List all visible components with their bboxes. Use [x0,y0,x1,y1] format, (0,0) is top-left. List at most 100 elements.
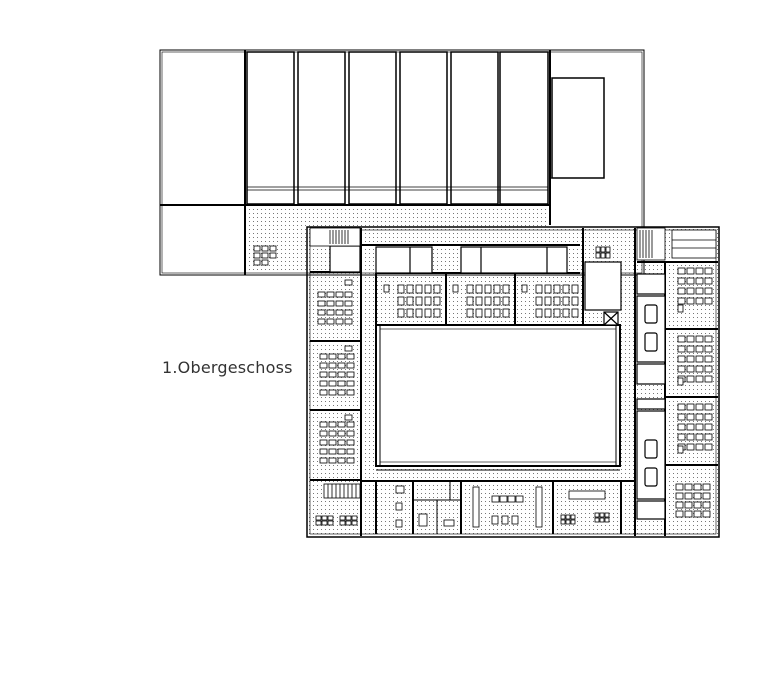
desk [571,284,579,294]
desk [337,362,346,369]
desk [395,519,403,528]
desk [344,318,353,325]
desk [675,483,684,491]
upper-desks [253,245,277,266]
desk [677,365,686,373]
upper-wing [159,49,645,276]
desk [317,318,326,325]
desk [466,296,474,306]
desk [693,492,702,500]
desk [704,345,713,353]
desk [704,297,713,305]
desk [337,389,346,396]
desk [544,308,552,318]
desk [571,296,579,306]
desk [677,445,684,454]
desk [499,495,508,503]
desk [319,421,328,428]
desk [695,277,704,285]
desk [553,296,561,306]
desk [493,284,501,294]
desk [344,279,353,286]
desk [686,355,695,363]
desk [418,513,428,527]
desk [704,335,713,343]
desk [686,413,695,421]
desk [702,510,711,518]
desk [326,291,335,298]
desk [677,377,684,386]
desk [493,296,501,306]
desk [406,284,414,294]
desk [704,413,713,421]
desk [677,335,686,343]
desk [328,380,337,387]
desk [317,291,326,298]
desk [397,296,405,306]
desk [675,492,684,500]
desk [337,448,346,455]
desk [704,375,713,383]
atrium [375,324,621,467]
desk [693,483,702,491]
desk [339,520,346,526]
desk [501,515,509,525]
desk [675,501,684,509]
desk [344,300,353,307]
desk [704,433,713,441]
desk [595,246,601,253]
stairs [309,227,717,499]
desk [502,284,510,294]
desk [599,517,605,523]
desk [344,291,353,298]
desk [344,414,353,421]
desk [319,380,328,387]
desk [319,448,328,455]
desk [346,380,355,387]
desk [319,389,328,396]
desk [406,296,414,306]
desk [466,308,474,318]
desk [686,277,695,285]
desk [695,287,704,295]
desk [695,355,704,363]
desk [475,284,483,294]
desk [452,284,459,293]
desk [475,296,483,306]
desk [351,515,358,521]
desk [484,296,492,306]
desk [484,308,492,318]
desk [344,309,353,316]
desk [686,345,695,353]
desk [695,297,704,305]
desk [704,443,713,451]
desk [328,457,337,464]
desk [677,267,686,275]
desk [594,512,600,518]
desk [319,457,328,464]
desk [704,403,713,411]
desk [319,371,328,378]
desk [604,517,610,523]
desk [466,284,474,294]
desk [337,421,346,428]
desk [686,267,695,275]
desk [686,423,695,431]
desk [604,512,610,518]
desk [695,267,704,275]
desk [328,353,337,360]
desk [677,433,686,441]
desk [507,495,516,503]
desk [686,403,695,411]
desk [677,304,684,313]
desk [535,296,543,306]
desk [695,433,704,441]
desk [695,335,704,343]
desk [351,520,358,526]
desk [319,353,328,360]
desk [702,483,711,491]
desk [345,520,352,526]
desk [335,318,344,325]
desk [344,345,353,352]
